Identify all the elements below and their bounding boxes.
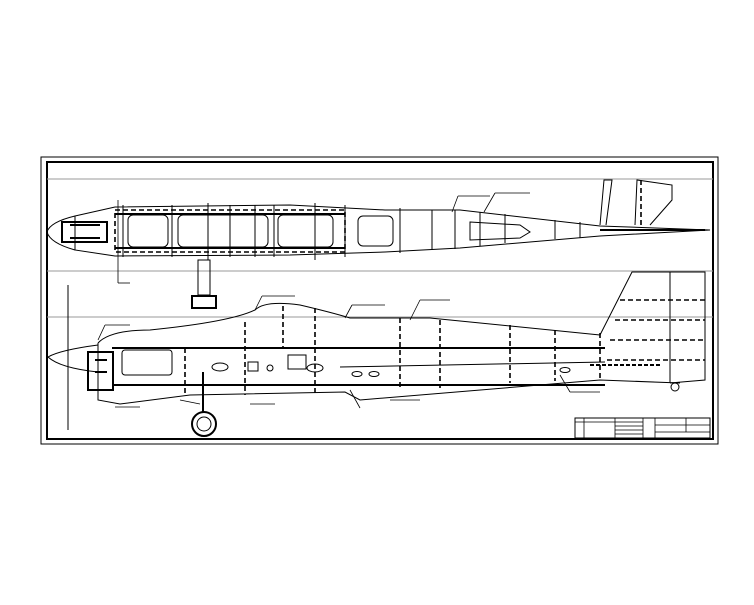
guide-lines xyxy=(47,178,713,318)
spinner-side xyxy=(47,344,99,373)
wing-mount-detail xyxy=(191,259,217,309)
fin-side xyxy=(599,271,706,384)
inner-border xyxy=(46,161,714,440)
outer-border xyxy=(40,156,719,445)
tail-wheel xyxy=(670,382,680,392)
top-view-fuselage xyxy=(46,179,711,260)
fuel-tank xyxy=(121,349,173,376)
side-view-fuselage xyxy=(47,271,706,437)
canopy-outline xyxy=(97,302,601,344)
spinner-top xyxy=(46,215,76,251)
engine-top xyxy=(61,221,108,243)
top-view-leaders xyxy=(117,192,530,284)
fin-top xyxy=(599,179,673,226)
main-wheel xyxy=(191,411,217,437)
title-block xyxy=(574,417,711,439)
engine-side xyxy=(87,351,114,391)
side-view-leaders xyxy=(97,295,600,409)
